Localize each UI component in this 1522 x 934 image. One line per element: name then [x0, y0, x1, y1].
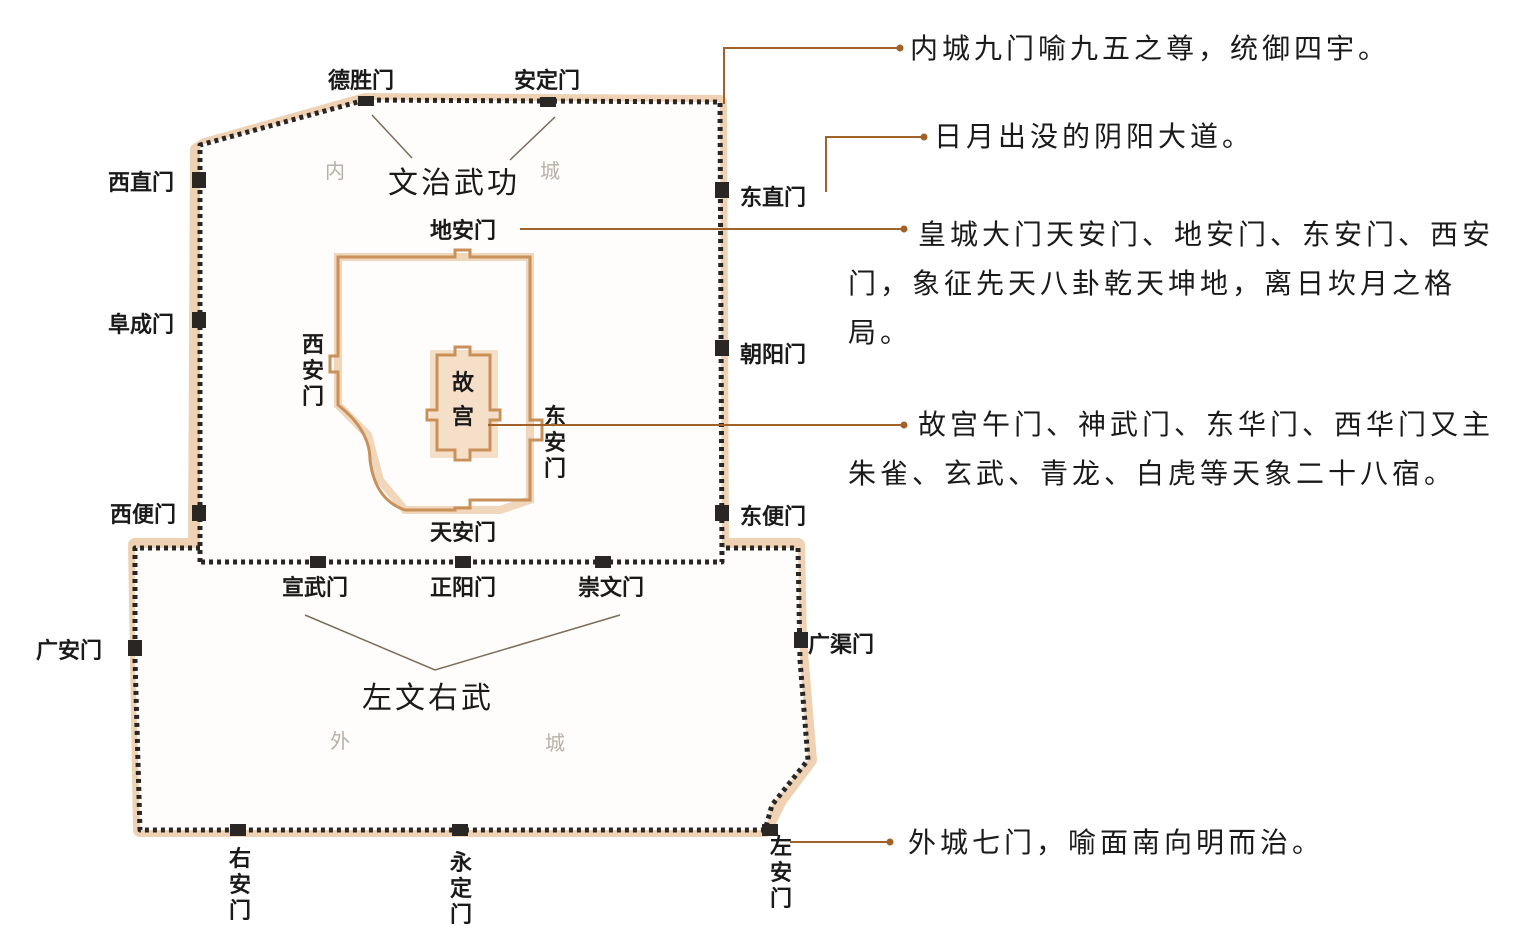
leader-dot	[886, 838, 894, 846]
gate-notch-xizhi	[192, 172, 206, 188]
zone-outer-2: 城	[545, 731, 565, 755]
motto-north-pointer-left	[371, 114, 413, 159]
gate-label-donganmen-char: 门	[544, 456, 566, 482]
gate-notch-fucheng	[192, 312, 206, 328]
gate-notch-anding	[540, 97, 556, 107]
gate-label-chongwenmen: 崇文门	[578, 575, 644, 601]
imperial-city-wall	[328, 248, 544, 512]
gate-label-yongdingmen: 永 定 门	[450, 850, 472, 928]
gate-label-donganmen-char: 东	[544, 404, 566, 430]
gate-label-yongdingmen-char: 门	[450, 902, 472, 928]
gate-notch-dongzhi	[715, 182, 729, 198]
leader-sun-moon	[825, 136, 922, 192]
gate-label-guanganmen: 广安门	[36, 638, 102, 664]
motto-north: 文治武功	[388, 166, 520, 201]
palace-label-char: 故	[452, 370, 475, 396]
gate-label-deshengmen: 德胜门	[328, 68, 394, 94]
gate-label-zuoanmen-char: 左	[770, 834, 792, 860]
gate-notch-zhengyang	[455, 556, 471, 568]
gate-notch-xuanwu	[310, 556, 326, 568]
zone-outer-1: 外	[330, 729, 350, 753]
gate-label-xibianmen: 西便门	[110, 502, 176, 528]
inner-city-wall	[197, 97, 725, 565]
gate-notch-xibian	[192, 505, 206, 521]
gate-label-youanmen-char: 门	[229, 898, 251, 924]
gate-label-xianmen-char: 安	[302, 358, 324, 384]
gate-notch-chaoyang	[715, 340, 729, 356]
zone-inner-1: 内	[325, 159, 345, 183]
gate-notch-desheng	[358, 96, 374, 106]
leader-inner-city	[723, 47, 898, 104]
gate-label-xizhimen: 西直门	[108, 170, 174, 196]
gate-label-andingmen: 安定门	[514, 68, 580, 94]
gate-label-xianmen-char: 门	[302, 384, 324, 410]
motto-south: 左文右武	[362, 681, 494, 716]
gate-label-donganmen-char: 安	[544, 430, 566, 456]
gate-notch-zuoan	[762, 824, 778, 836]
gate-notch-dongbian	[715, 505, 729, 521]
gate-notch-guangqu	[794, 632, 808, 648]
gate-label-xianmen: 西 安 门	[302, 333, 324, 410]
gate-label-zuoanmen-char: 安	[770, 860, 792, 886]
gate-label-yongdingmen-char: 定	[450, 876, 472, 902]
gate-label-youanmen-char: 安	[229, 872, 251, 898]
zone-inner-2: 城	[540, 159, 560, 183]
gate-label-youanmen-char: 右	[229, 847, 251, 872]
forbidden-city-wall	[425, 345, 502, 462]
gate-label-donganmen: 东 安 门	[544, 404, 566, 482]
gate-label-xuanwumen: 宣武门	[282, 575, 348, 601]
note-outer-city: 外城七门，喻面南向明而治。	[908, 826, 1325, 859]
gate-notch-yongding	[452, 824, 468, 836]
gate-notch-guangan	[128, 640, 142, 656]
motto-north-pointer-right	[509, 116, 556, 161]
note-inner-city: 内城九门喻九五之尊，统御四宇。	[910, 32, 1391, 65]
motto-south-pointer	[304, 614, 621, 671]
gate-label-dianmen: 地安门	[430, 218, 496, 244]
note-imperial-city: 皇城大门天安门、地安门、东安门、西安门，象征先天八卦乾天坤地，离日坎月之格局。	[848, 218, 1495, 349]
gate-label-chaoyangmen: 朝阳门	[740, 342, 806, 368]
outer-city-wall	[132, 545, 811, 833]
gate-notch-youan	[230, 824, 246, 836]
gate-label-dongbianmen: 东便门	[740, 504, 806, 530]
gate-label-xianmen-char: 西	[302, 333, 324, 358]
gate-label-zuoanmen: 左 安 门	[770, 834, 792, 912]
leader-dot	[900, 421, 908, 429]
gate-label-guangqumen: 广渠门	[808, 632, 874, 658]
gate-notch-chongwen	[595, 556, 611, 568]
gate-label-yongdingmen-char: 永	[450, 850, 472, 876]
leader-dot	[900, 225, 908, 233]
forbidden-city-glow	[430, 350, 498, 458]
gate-label-youanmen: 右 安 门	[229, 847, 251, 924]
palace-label-char: 宫	[452, 404, 474, 430]
leader-dot	[896, 44, 904, 52]
gate-label-zhengyangmen: 正阳门	[430, 575, 496, 601]
gate-label-dongzhimen: 东直门	[740, 185, 806, 211]
note-sun-moon: 日月出没的阴阳大道。	[934, 120, 1255, 153]
note-forbidden-city: 故宫午门、神武门、东华门、西华门又主朱雀、玄武、青龙、白虎等天象二十八宿。	[848, 408, 1495, 490]
leader-dot	[920, 133, 928, 141]
gate-label-fuchengmen: 阜成门	[108, 312, 174, 338]
gate-label-zuoanmen-char: 门	[770, 886, 792, 912]
gate-label-tiananmen: 天安门	[430, 520, 496, 546]
